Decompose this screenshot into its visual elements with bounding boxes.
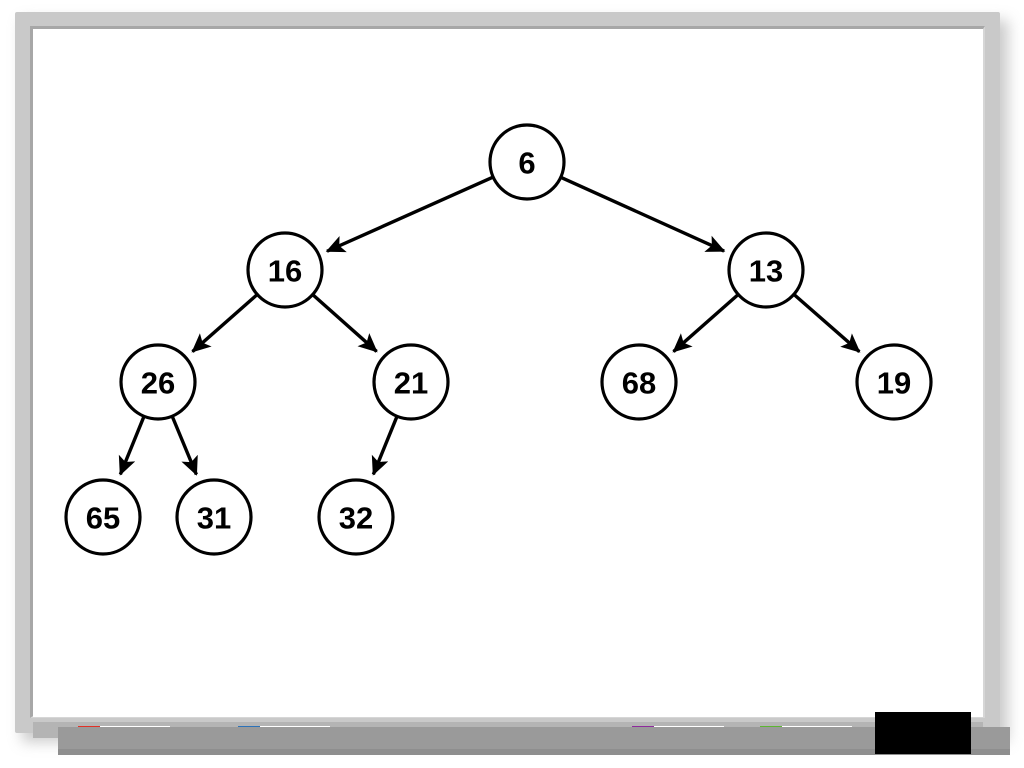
whiteboard-surface[interactable] [33,29,983,717]
black-eraser[interactable] [875,712,971,754]
marker-tray-lip [58,727,1010,755]
